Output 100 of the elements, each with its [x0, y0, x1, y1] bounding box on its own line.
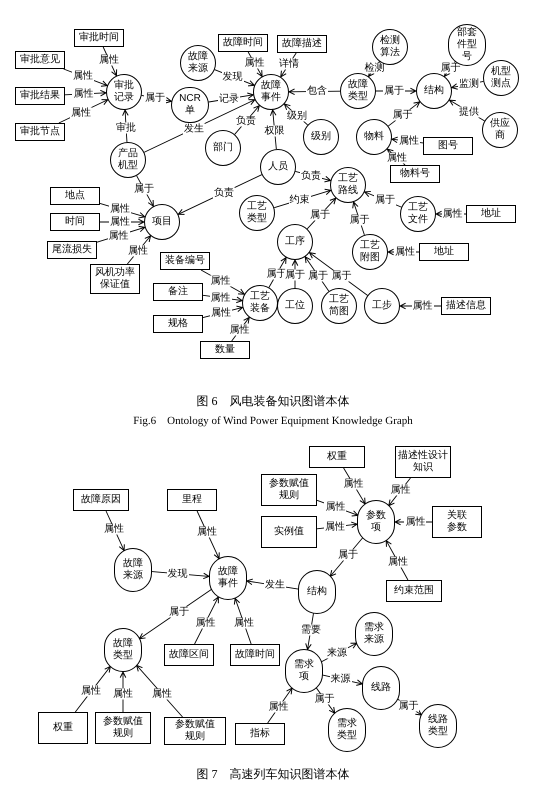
attribute-box: 审批结果 [15, 87, 65, 105]
attribute-box: 故障原因 [73, 489, 129, 511]
edge-label: 属性 [126, 246, 149, 257]
attribute-box: 描述信息 [441, 297, 491, 315]
attribute-box: 地点 [50, 187, 100, 205]
edge-label: 属性 [268, 702, 290, 713]
edge-label: 包含 [306, 86, 328, 97]
edge-label: 属性 [196, 526, 218, 538]
edge-label: 提供 [458, 106, 480, 118]
edge-label: 属性 [210, 308, 232, 319]
attribute-box: 物料号 [390, 165, 440, 183]
edge-label: 属于 [144, 92, 166, 104]
edge-label: 属性 [80, 686, 102, 697]
attribute-box: 图号 [423, 137, 473, 155]
edge-label: 属性 [210, 275, 232, 286]
edge-label: 属于 [330, 270, 352, 282]
edge-label: 属于 [133, 184, 156, 195]
arrow [305, 613, 314, 650]
attribute-box: 约束范围 [386, 580, 442, 602]
attribute-box: 审批意见 [15, 51, 65, 69]
edge-label: 属于 [309, 210, 332, 221]
attribute-box: 故障描述 [277, 35, 327, 53]
attribute-box: 风机功率保证值 [90, 264, 140, 294]
edge-label: 属性 [394, 246, 416, 258]
arrow [196, 510, 220, 560]
edge-label: 发现 [166, 568, 189, 580]
edge-label: 详情 [278, 58, 300, 70]
edge-label: 属性 [412, 300, 434, 312]
edge-label: 负责 [234, 116, 257, 127]
arrow [352, 202, 365, 236]
edge-label: 属于 [348, 214, 371, 226]
arrow [304, 256, 330, 292]
edge-label: 属性 [404, 516, 426, 528]
edge-label: 发生 [264, 580, 286, 591]
edge-label: 负责 [213, 187, 236, 198]
edge-label: 属性 [398, 136, 420, 147]
attribute-box: 故障时间 [218, 34, 268, 52]
attribute-box: 时间 [50, 213, 100, 231]
edge-label: 属性 [194, 617, 216, 628]
attribute-box: 关联参数 [432, 506, 482, 538]
edge-label: 属性 [72, 70, 94, 82]
edge-label: 检测 [364, 62, 386, 74]
attribute-box: 地址 [466, 205, 516, 223]
attribute-box: 审批节点 [15, 123, 65, 141]
edge-label: 属性 [342, 478, 364, 490]
edge-label: 属于 [284, 270, 306, 281]
edge-label: 属性 [210, 292, 232, 304]
edge-label: 发生 [182, 123, 205, 134]
arrow [246, 578, 299, 590]
edge-label: 属性 [70, 107, 92, 118]
edge-label: 属于 [337, 550, 360, 561]
figure-caption: 图 7 高速列车知识图谱本体 [196, 766, 350, 783]
edge-label: 属于 [307, 270, 330, 282]
edge-label: 级别 [286, 110, 308, 122]
attribute-box: 故障区间 [164, 644, 214, 666]
edge-label: 属于 [314, 694, 336, 705]
edge-label: 属性 [324, 502, 346, 513]
arrow [74, 666, 111, 712]
edge-label: 属于 [391, 110, 414, 121]
edge-label: 属于 [397, 700, 420, 712]
edge-label: 属性 [109, 204, 132, 215]
attribute-box: 参数赋值规则 [164, 717, 226, 745]
edge-label: 属性 [243, 57, 266, 68]
attribute-box: 备注 [153, 283, 203, 301]
edge-label: 属性 [386, 152, 408, 164]
edge-label: 需要 [300, 624, 322, 636]
attribute-box: 权重 [309, 446, 365, 468]
edge-label: 约束 [288, 194, 311, 206]
edge-label: 属性 [108, 230, 130, 242]
arrow [248, 52, 263, 77]
attribute-box: 规格 [153, 315, 203, 333]
arrow [280, 52, 297, 78]
figure-caption: Fig.6 Ontology of Wind Power Equipment Knowledge Graph [133, 414, 413, 429]
edge-label: 属性 [103, 523, 126, 534]
attribute-box: 指标 [235, 723, 285, 745]
edge-label: 属于 [383, 86, 405, 96]
arrow [120, 672, 126, 712]
edge-label: 属性 [232, 618, 255, 629]
arrow [234, 598, 252, 644]
edge-label: 审批 [115, 122, 138, 134]
edge-label: 记录 [218, 93, 240, 104]
edge-label: 属性 [150, 688, 173, 700]
arrow [122, 109, 129, 142]
attribute-box: 尾流损失 [47, 241, 97, 259]
edge-label: 属性 [324, 521, 346, 532]
attribute-box: 地址 [419, 243, 469, 261]
arrow [306, 198, 336, 230]
edge-label: 属性 [390, 484, 412, 496]
edge-label: 属于 [168, 606, 190, 618]
attribute-box: 描述性设计知识 [395, 446, 451, 478]
edge-label: 发现 [222, 71, 244, 82]
attribute-box: 故障时间 [230, 644, 280, 666]
edge-label: 来源 [330, 674, 352, 685]
edge-label: 监测 [458, 78, 480, 90]
edge-label: 权限 [264, 126, 286, 137]
edge-label: 属性 [98, 54, 120, 66]
arrow [144, 99, 256, 153]
edge-label: 负责 [300, 170, 322, 182]
edge-label: 属于 [374, 194, 396, 206]
attribute-box: 审批时间 [74, 29, 124, 47]
